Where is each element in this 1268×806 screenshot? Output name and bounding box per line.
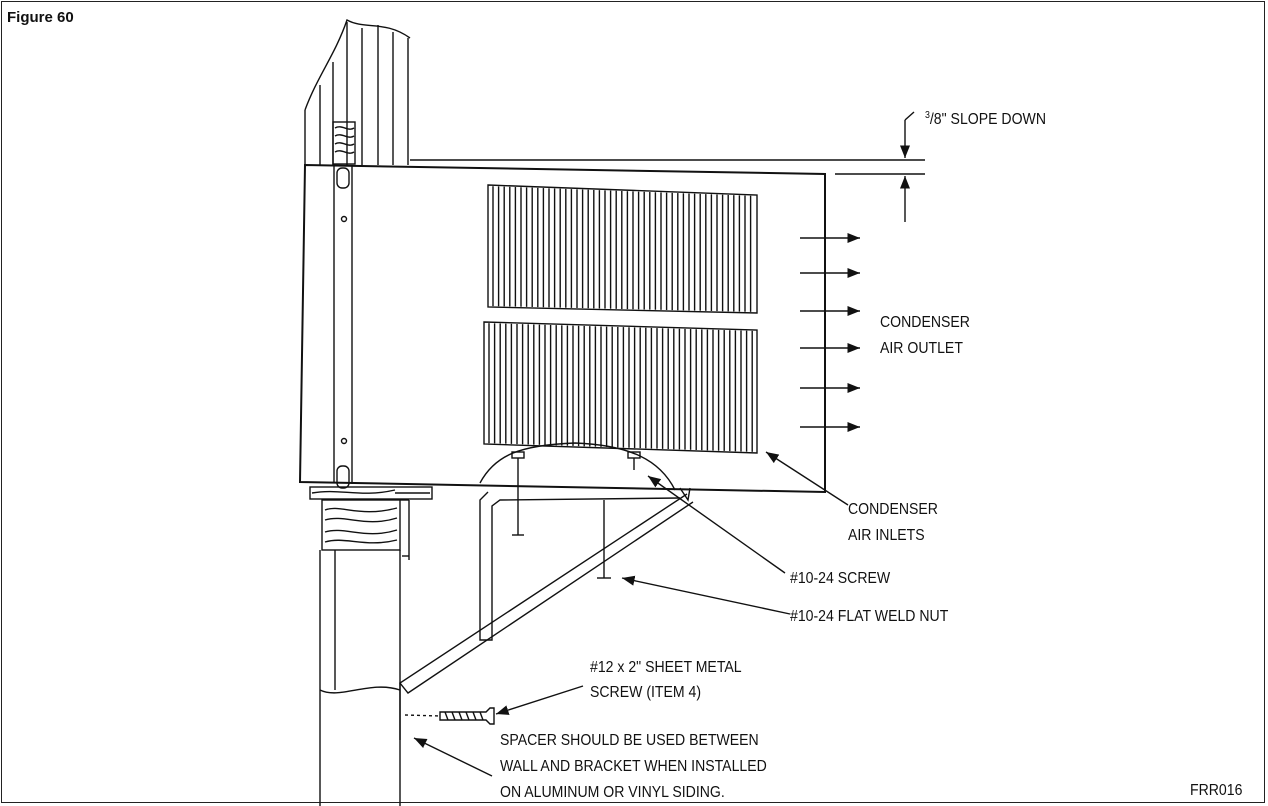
- weld-nut-label: #10-24 FLAT WELD NUT: [790, 608, 949, 625]
- outlet-label-line2: AIR OUTLET: [880, 340, 963, 357]
- outlet-arrows: [800, 232, 860, 433]
- slope-numerator: 3: [925, 110, 930, 121]
- inlets-label-line1: CONDENSER: [848, 501, 938, 518]
- louvre-grill-upper: [487, 184, 758, 314]
- outlet-label-line1: CONDENSER: [880, 314, 970, 331]
- slope-label: 3/8" SLOPE DOWN: [925, 104, 1046, 131]
- figure-code: FRR016: [1190, 782, 1243, 799]
- spacer-note-line2: WALL AND BRACKET WHEN INSTALLED: [500, 758, 767, 775]
- figure-title: Figure 60: [7, 9, 74, 26]
- louvre-grill-lower: [483, 321, 758, 454]
- ac-unit-cabinet: [298, 163, 826, 494]
- slope-dimension: [410, 111, 925, 222]
- slope-rest: /8" SLOPE DOWN: [929, 111, 1046, 128]
- window-sash-upper: [304, 18, 411, 165]
- sheet-metal-screw-label-line2: SCREW (ITEM 4): [590, 684, 702, 701]
- spacer-note-line3: ON ALUMINUM OR VINYL SIDING.: [500, 784, 725, 801]
- window-sill: [309, 486, 433, 806]
- sheet-metal-screw-label-line1: #12 x 2" SHEET METAL: [590, 659, 742, 676]
- inlets-label-line2: AIR INLETS: [848, 527, 925, 544]
- leader-arrows: [413, 451, 849, 777]
- spacer-note-line1: SPACER SHOULD BE USED BETWEEN: [500, 732, 759, 749]
- sheet-metal-screw: [404, 707, 495, 725]
- screw-label: #10-24 SCREW: [790, 570, 891, 587]
